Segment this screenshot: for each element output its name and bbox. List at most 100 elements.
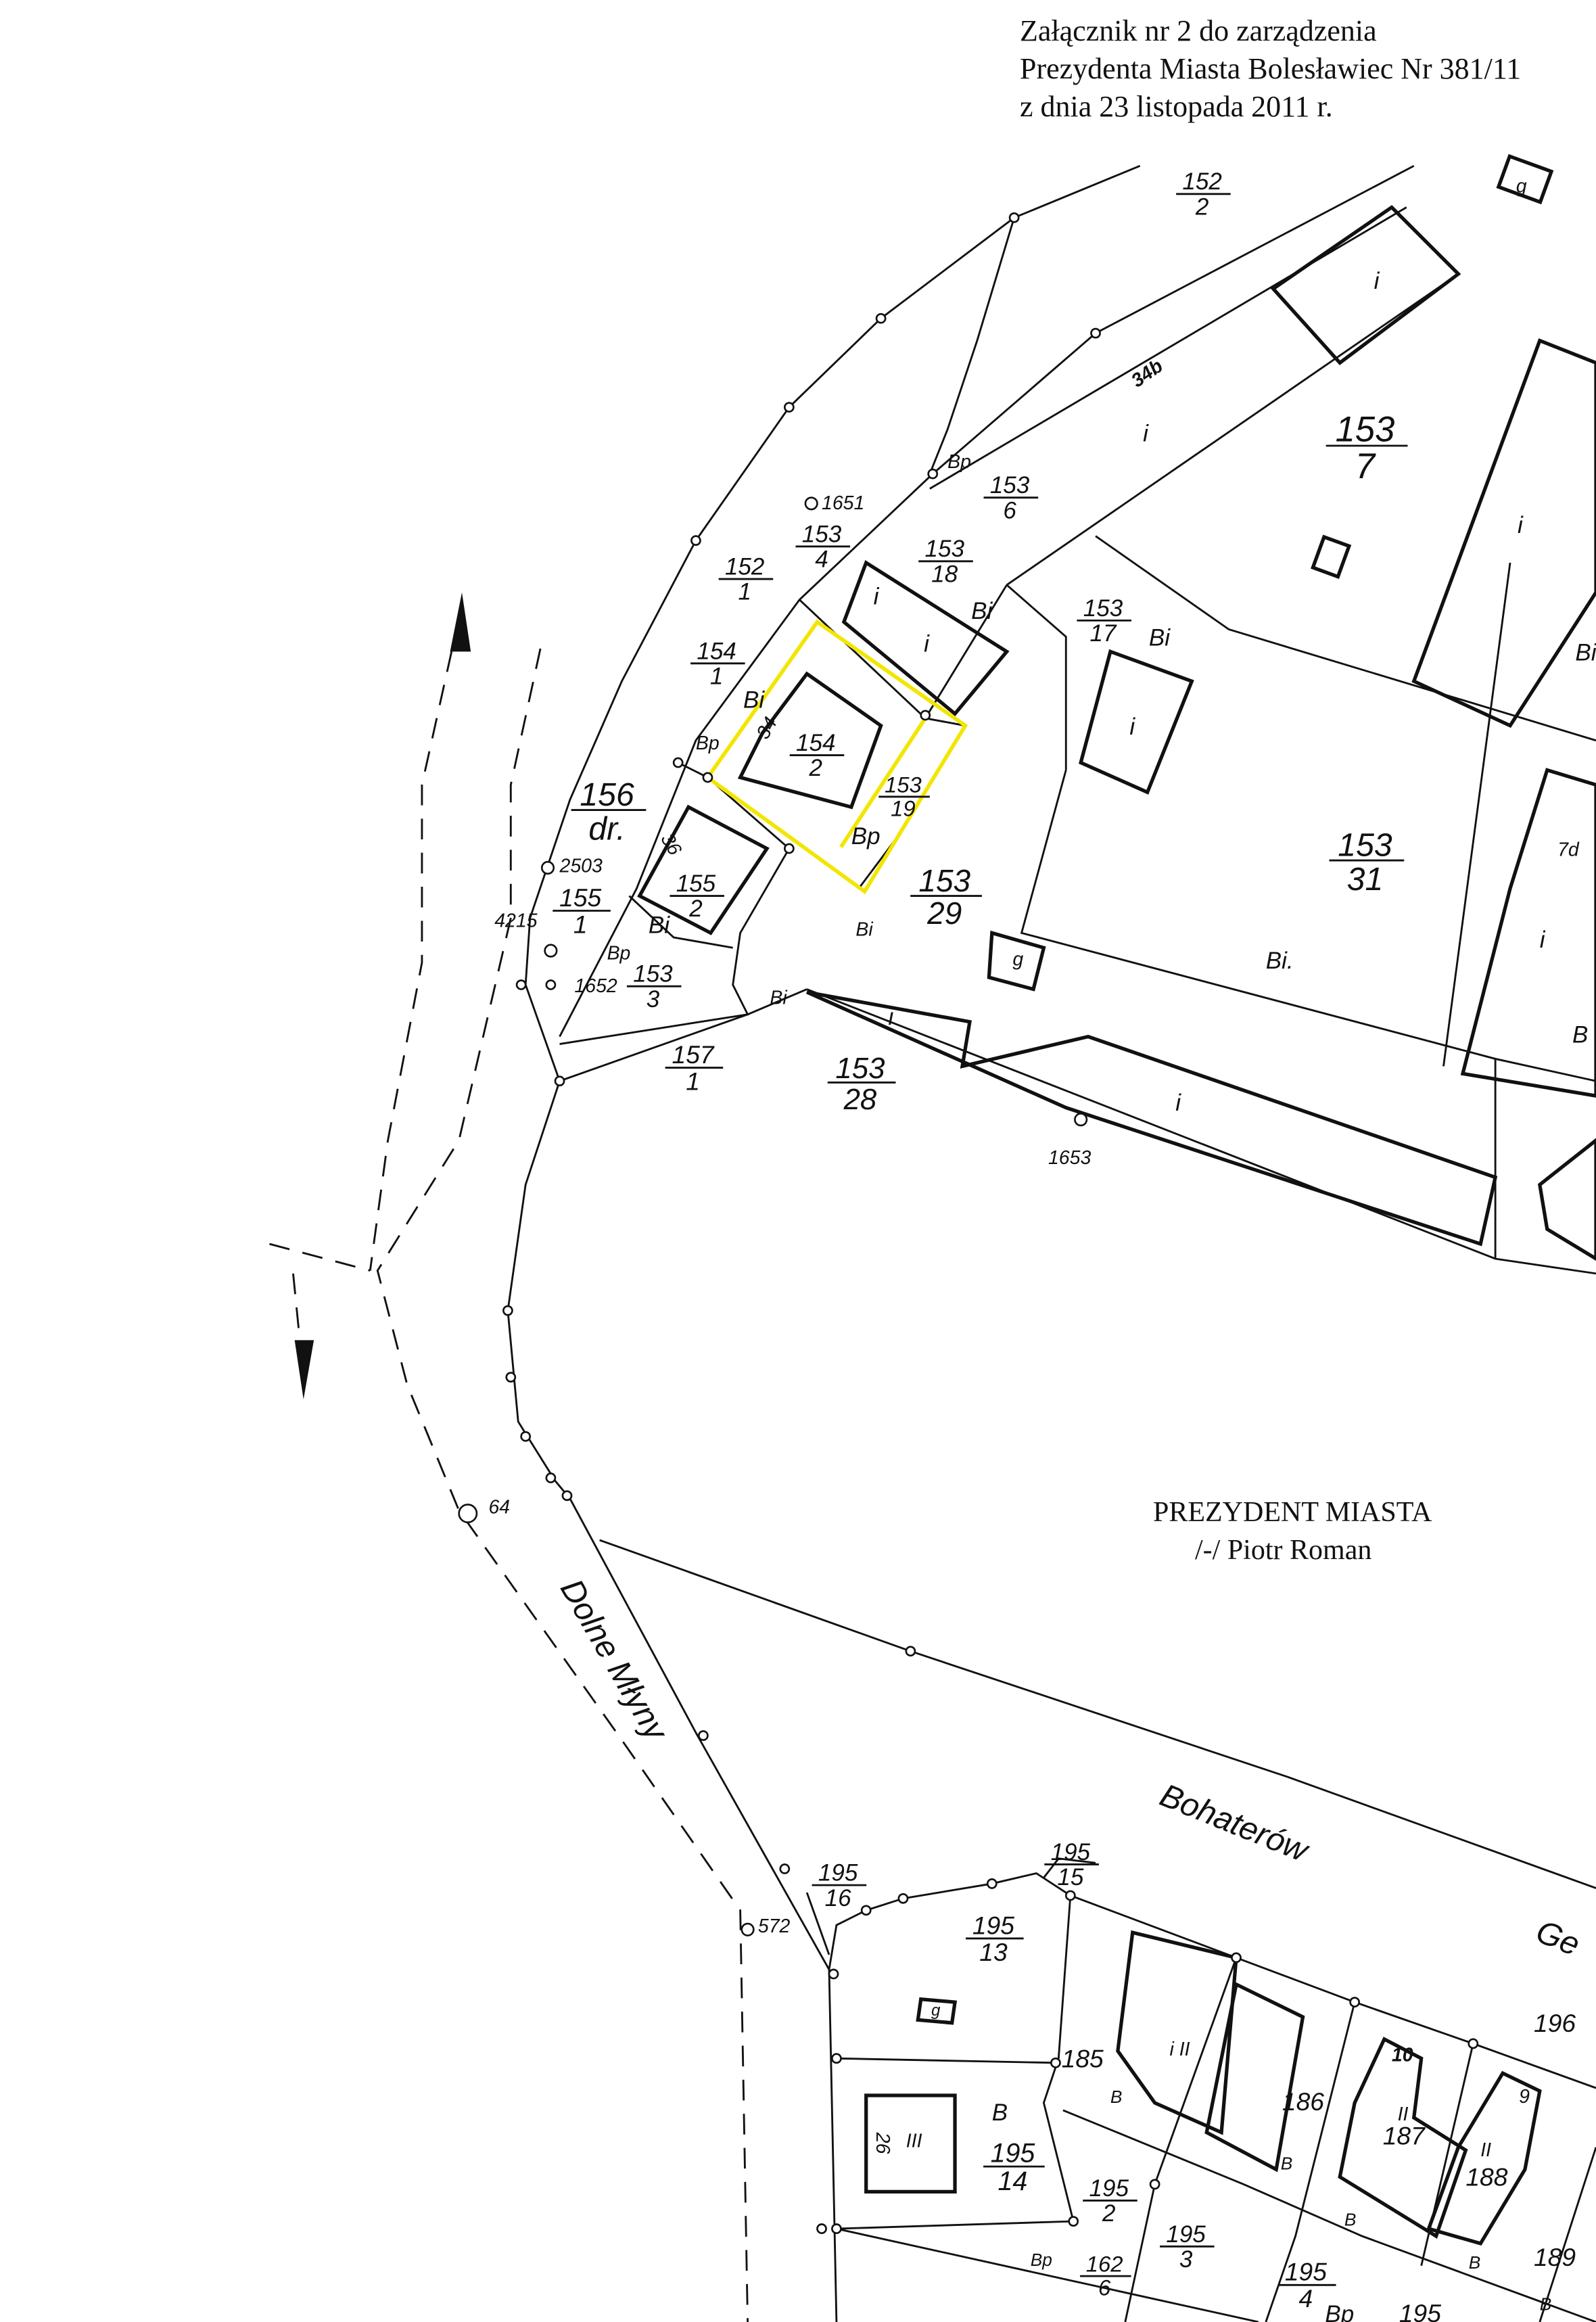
point-label: 1652 bbox=[574, 975, 617, 997]
plot-number: 196 bbox=[1534, 2009, 1576, 2037]
parcel-number: 153 bbox=[1336, 409, 1395, 449]
parcel-subnumber: 15 bbox=[1057, 1864, 1083, 1890]
parcel-subnumber: 14 bbox=[998, 2166, 1028, 2196]
land-use-label: i bbox=[889, 1004, 895, 1030]
parcel-number: 195 bbox=[818, 1860, 858, 1886]
land-use-label: i bbox=[1374, 268, 1380, 294]
plot-numbers: 185 186 187 188 189 196 195 bbox=[1062, 2009, 1576, 2322]
parcel-number: 153 bbox=[925, 536, 965, 562]
building-mark: III bbox=[906, 2131, 922, 2152]
arrow-down-icon bbox=[294, 1340, 314, 1399]
building-mark: i II bbox=[1169, 2039, 1190, 2060]
point-label: 1653 bbox=[1048, 1147, 1091, 1169]
parcel-number: 155 bbox=[559, 883, 601, 912]
signature-name: /-/ Piotr Roman bbox=[1195, 1535, 1372, 1566]
parcel-number: 152 bbox=[1182, 168, 1221, 195]
land-use-label: Bi bbox=[971, 598, 993, 624]
parcel-subnumber: 6 bbox=[1098, 2275, 1111, 2300]
parcel-number: 153 bbox=[1338, 827, 1392, 863]
land-use-label: i bbox=[1518, 512, 1524, 538]
boundary-points bbox=[502, 212, 1479, 2234]
plot-number: 187 bbox=[1383, 2121, 1426, 2150]
header-line-2: Prezydenta Miasta Bolesławiec Nr 381/11 bbox=[1020, 52, 1522, 85]
building-mark: 26 bbox=[872, 2132, 893, 2154]
plot-number: 188 bbox=[1465, 2163, 1507, 2191]
land-use-label: g bbox=[931, 2001, 941, 2020]
building-mark: II bbox=[1398, 2104, 1409, 2125]
buildings bbox=[637, 154, 1596, 2246]
parcel-number: 154 bbox=[796, 730, 835, 756]
parcel-subnumber: 3 bbox=[647, 986, 660, 1013]
parcel-subnumber: 17 bbox=[1090, 620, 1117, 647]
point-label: 2503 bbox=[559, 856, 603, 877]
plot-number: 189 bbox=[1534, 2243, 1576, 2271]
parcel-number: 153 bbox=[633, 961, 673, 988]
parcel-number: 195 bbox=[1051, 1839, 1091, 1865]
parcel-subnumber: 6 bbox=[1003, 497, 1016, 524]
land-use-label: i bbox=[1540, 927, 1546, 953]
parcel-boundaries bbox=[507, 164, 1596, 2322]
point-label: 572 bbox=[758, 1915, 791, 1937]
parcel-subnumber: 2 bbox=[688, 896, 702, 922]
street-bohaterow: Bohaterów bbox=[1155, 1777, 1315, 1870]
land-use-labels: i i i i i i i i i Bi Bi Bi Bi Bi Bi Bi B… bbox=[607, 176, 1596, 2322]
header-line-1: Załącznik nr 2 do zarządzenia bbox=[1020, 14, 1377, 47]
building-mark: 10 bbox=[1392, 2045, 1413, 2066]
arrow-up-icon bbox=[450, 592, 471, 652]
parcel-number: 195 bbox=[1089, 2175, 1129, 2202]
parcel-number: 162 bbox=[1086, 2252, 1123, 2277]
land-use-label: Bp bbox=[947, 451, 971, 473]
parcel-subnumber: dr. bbox=[588, 810, 625, 847]
land-use-label: g bbox=[1516, 176, 1527, 198]
parcel-subnumber: 29 bbox=[926, 896, 962, 931]
header-line-3: z dnia 23 listopada 2011 r. bbox=[1020, 90, 1333, 123]
plot-number: 185 bbox=[1062, 2044, 1104, 2072]
parcel-number: 153 bbox=[802, 521, 842, 547]
parcel-number: 156 bbox=[580, 776, 634, 813]
building-mark: 9 bbox=[1519, 2086, 1530, 2108]
land-use-label: Bi bbox=[1575, 639, 1596, 666]
parcel-number: 152 bbox=[725, 553, 764, 580]
land-use-label: Bp bbox=[607, 943, 631, 965]
building-mark: 34 bbox=[752, 714, 782, 743]
parcel-labels: 1522153715361534152115318153171541154215… bbox=[553, 168, 1408, 2313]
parcel-number: 153 bbox=[918, 863, 970, 898]
parcel-subnumber: 19 bbox=[891, 795, 916, 820]
parcel-subnumber: 4 bbox=[815, 547, 828, 573]
land-use-label: Bi bbox=[770, 987, 787, 1008]
road-dashed-lines bbox=[269, 648, 749, 2322]
parcel-number: 153 bbox=[1083, 595, 1123, 622]
parcel-subnumber: 1 bbox=[738, 579, 751, 605]
point-label: 1651 bbox=[822, 492, 864, 514]
land-use-label: i bbox=[924, 630, 930, 657]
parcel-number: 153 bbox=[990, 472, 1030, 498]
parcel-subnumber: 1 bbox=[573, 910, 588, 938]
parcel-number: 195 bbox=[1166, 2221, 1206, 2248]
land-use-label: Bp bbox=[851, 823, 881, 850]
parcel-subnumber: 1 bbox=[710, 664, 723, 690]
parcel-subnumber: 7 bbox=[1355, 446, 1376, 486]
parcel-number: 153 bbox=[835, 1052, 885, 1085]
document-header: Załącznik nr 2 do zarządzenia Prezydenta… bbox=[1020, 12, 1521, 126]
